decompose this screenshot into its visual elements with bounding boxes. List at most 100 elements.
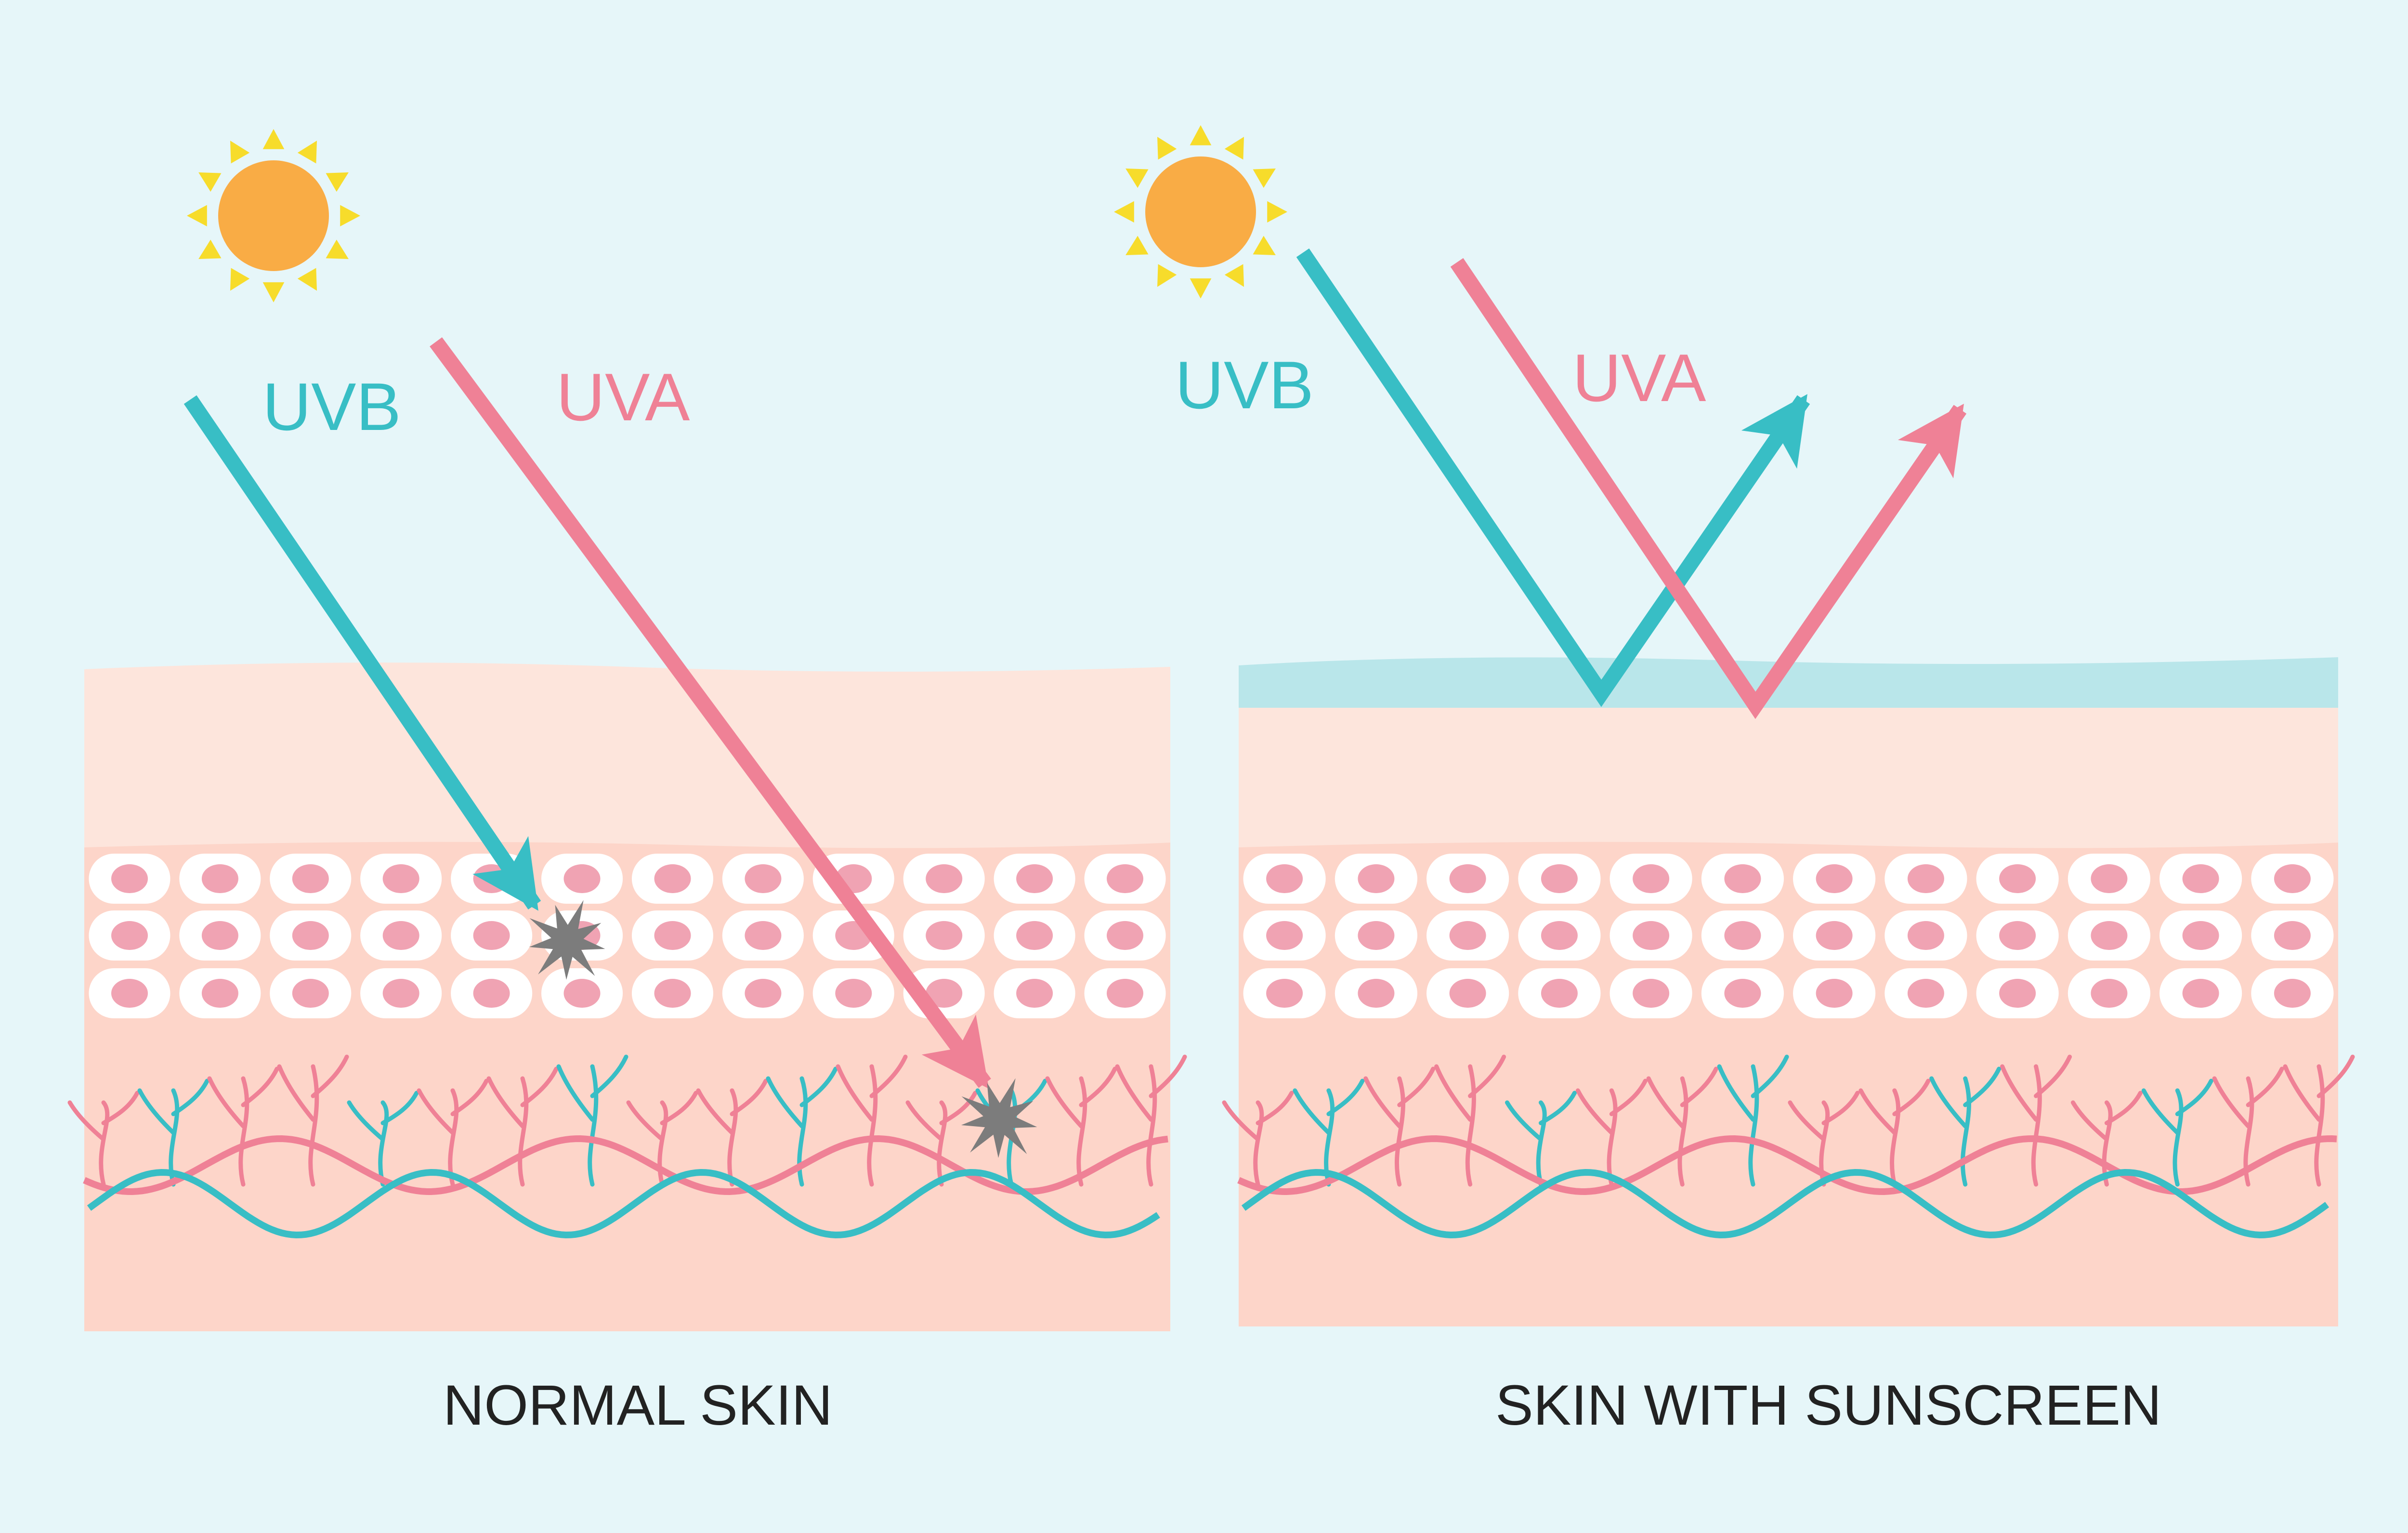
skin-cell	[1610, 968, 1692, 1018]
cell-nucleus	[1016, 979, 1053, 1008]
skin-cell	[179, 910, 261, 961]
skin-cell	[1701, 910, 1784, 961]
skin-cell	[1976, 854, 2059, 904]
sun-disc	[1145, 156, 1256, 267]
sun-ray	[1253, 169, 1276, 188]
sun-icon	[187, 129, 360, 302]
sun-ray	[340, 205, 360, 227]
skin-cell	[1084, 854, 1166, 904]
cell-nucleus	[2091, 979, 2128, 1008]
uva-vessel-wave	[1237, 1135, 2337, 1195]
skin-cell	[1610, 910, 1692, 961]
cell-nucleus	[1266, 864, 1303, 893]
cell-nucleus	[1999, 979, 2036, 1008]
sun-ray	[1190, 278, 1212, 299]
skin-cell	[541, 968, 623, 1018]
skin-cell	[360, 910, 442, 961]
sun-ray	[1267, 201, 1287, 223]
cell-nucleus	[292, 979, 329, 1008]
skin-cell	[270, 910, 352, 961]
cell-nucleus	[745, 921, 782, 950]
left-uvb-label: UVB	[262, 369, 401, 444]
sun-disc	[218, 160, 329, 271]
cell-nucleus	[1816, 921, 1853, 950]
sun-ray	[1125, 235, 1149, 255]
skin-cell	[1518, 910, 1601, 961]
sunscreen-layer	[1239, 657, 2338, 708]
cell-nucleus	[473, 979, 510, 1008]
cell-nucleus	[201, 864, 238, 893]
cell-nucleus	[1358, 979, 1395, 1008]
skin-cell	[2159, 910, 2242, 961]
uvb-reflected-ray	[1296, 248, 1810, 707]
vessel-branch	[905, 1091, 978, 1187]
cell-nucleus	[926, 864, 963, 893]
vessel-branch	[1434, 1054, 1506, 1187]
cell-nucleus	[1907, 979, 1944, 1008]
vessel-branch	[417, 1078, 489, 1187]
sunscreen-skin-caption: SKIN WITH SUNSCREEN	[1495, 1374, 2162, 1437]
cell-nucleus	[111, 921, 148, 950]
skin-cell	[451, 968, 533, 1018]
cell-nucleus	[1358, 864, 1395, 893]
skin-cell	[89, 910, 170, 961]
skin-cell	[1976, 910, 2059, 961]
skin-cell	[722, 968, 804, 1018]
skin-cell	[1243, 968, 1326, 1018]
skin-cell	[812, 968, 894, 1018]
skin-cell	[1084, 910, 1166, 961]
vessel-branch	[556, 1054, 628, 1187]
cell-nucleus	[1724, 979, 1761, 1008]
skin-cell	[631, 968, 713, 1018]
vessel-branch	[2141, 1078, 2213, 1187]
cell-nucleus	[1449, 921, 1486, 950]
skin-cell	[903, 910, 985, 961]
vessel-branch	[1858, 1078, 1931, 1187]
cell-nucleus	[2182, 979, 2219, 1008]
skin-cell	[1976, 968, 2059, 1018]
vessel-branch	[696, 1078, 768, 1187]
skin-cell	[994, 968, 1075, 1018]
sun-ray	[326, 239, 349, 259]
cell-nucleus	[563, 979, 601, 1008]
cell-nucleus	[654, 864, 691, 893]
skin-cell	[1426, 854, 1509, 904]
cell-nucleus	[1016, 921, 1053, 950]
cell-nucleus	[1107, 864, 1143, 893]
sunscreen-skin-panel	[1114, 125, 2355, 1326]
uvb-vessel-wave	[87, 1169, 1160, 1239]
vessel-branch	[1646, 1066, 1718, 1187]
cell-nucleus	[745, 864, 782, 893]
cell-nucleus	[1633, 864, 1670, 893]
cell-nucleus	[2274, 864, 2311, 893]
cell-nucleus	[654, 979, 691, 1008]
cell-nucleus	[654, 921, 691, 950]
skin-cell	[179, 854, 261, 904]
blood-vessels	[1222, 1054, 2355, 1187]
cell-nucleus	[1449, 979, 1486, 1008]
cell-nucleus	[201, 921, 238, 950]
skin-cell	[179, 968, 261, 1018]
cell-nucleus	[1266, 979, 1303, 1008]
cell-nucleus	[926, 921, 963, 950]
cell-nucleus	[1724, 921, 1761, 950]
sun-ray	[187, 205, 207, 227]
skin-cell	[722, 854, 804, 904]
skin-cell	[2251, 910, 2334, 961]
cell-nucleus	[1107, 979, 1143, 1008]
skin-cell	[1793, 854, 1876, 904]
cell-nucleus	[1816, 979, 1853, 1008]
cell-nucleus	[382, 864, 419, 893]
cell-nucleus	[1358, 921, 1395, 950]
skin-cell	[541, 854, 623, 904]
cell-nucleus	[1816, 864, 1853, 893]
cell-nucleus	[1541, 921, 1578, 950]
cell-nucleus	[1541, 979, 1578, 1008]
blood-vessels	[67, 1054, 1187, 1187]
skin-cell	[1885, 968, 1967, 1018]
cell-nucleus	[292, 921, 329, 950]
skin-cell	[994, 854, 1075, 904]
skin-cell	[1335, 968, 1417, 1018]
skin-cell	[2068, 910, 2150, 961]
